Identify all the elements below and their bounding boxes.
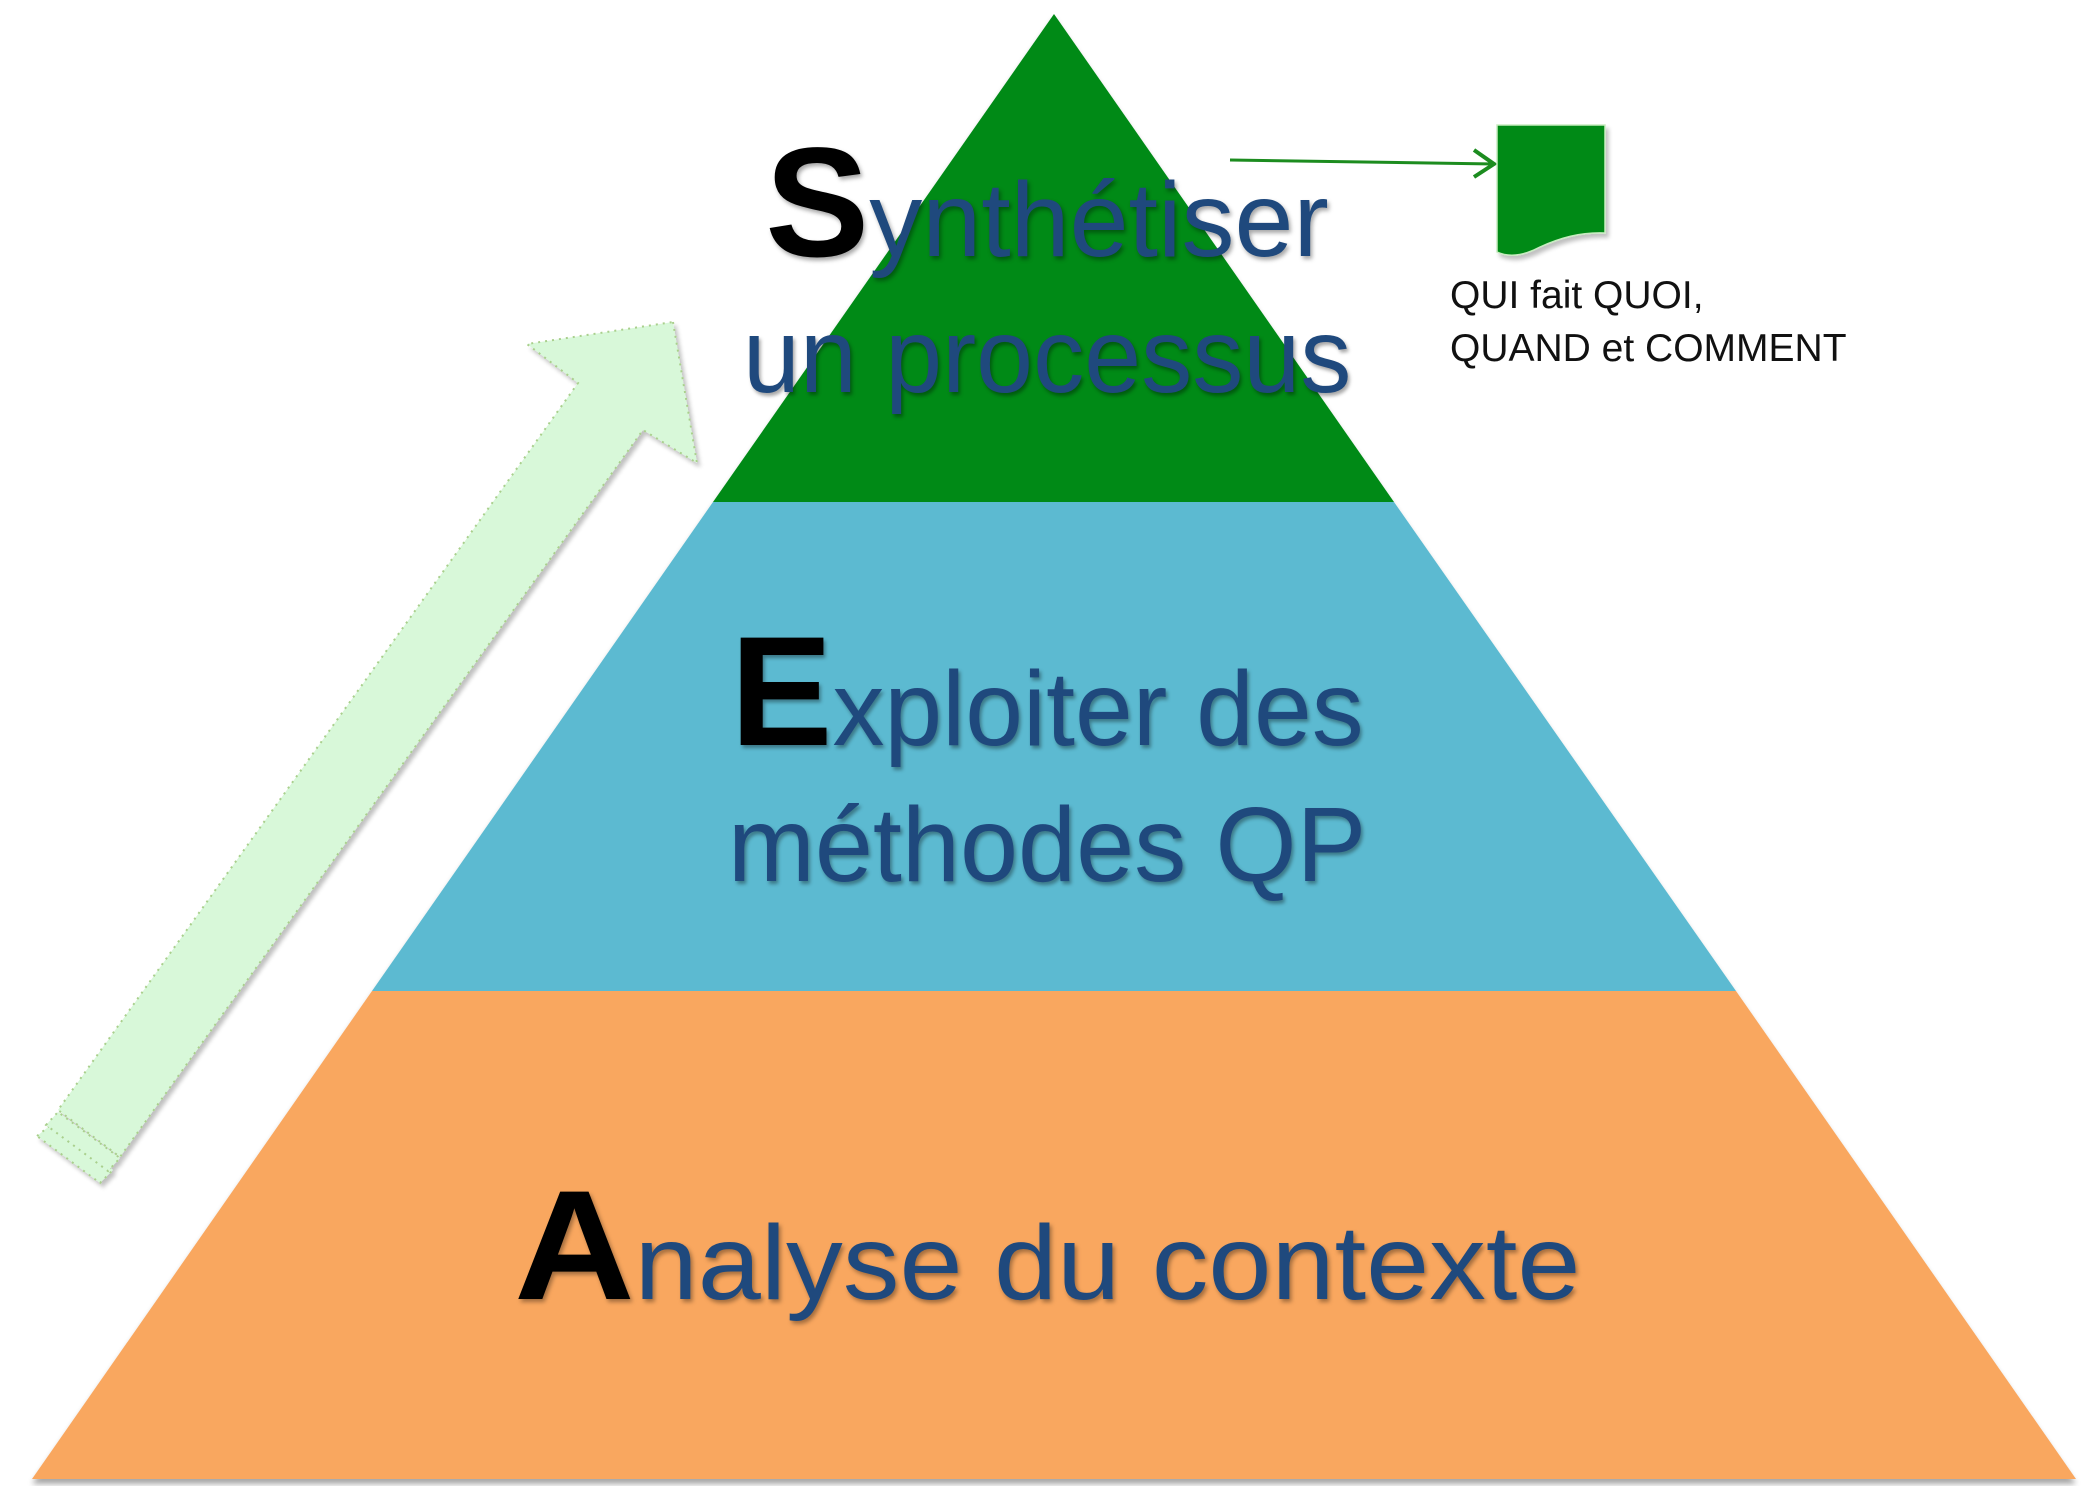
level-middle-text-line2: méthodes QP xyxy=(727,786,1367,904)
level-bottom-initial: A xyxy=(513,1159,635,1333)
level-top-text-line2: un processus xyxy=(742,297,1352,415)
pyramid-level-bottom xyxy=(32,991,2076,1479)
document-icon xyxy=(1496,124,1606,256)
level-top-line-1: Synthétiser xyxy=(0,125,2094,281)
level-middle-text: xploiter des xyxy=(832,650,1364,768)
pyramid-level-top xyxy=(713,14,1394,502)
level-middle-line-2: méthodes QP xyxy=(0,792,2094,898)
up-right-arrow-icon xyxy=(35,320,699,1185)
level-top-initial: S xyxy=(765,116,870,290)
level-middle-line-1: Exploiter des xyxy=(0,614,2094,770)
level-bottom-text: nalyse du contexte xyxy=(634,1204,1581,1322)
level-top-text: ynthétiser xyxy=(869,161,1329,279)
right-arrow-icon xyxy=(1229,148,1498,179)
level-top-line-2: un processus xyxy=(0,303,2094,409)
pyramid-level-middle xyxy=(372,502,1736,991)
level-middle-initial: E xyxy=(730,605,833,779)
callout-line-1: QUI fait QUOI, xyxy=(1450,274,1704,317)
callout-line-2: QUAND et COMMENT xyxy=(1450,327,1847,370)
pyramid xyxy=(32,14,2076,1479)
callout-note: QUI fait QUOI, QUAND et COMMENT xyxy=(1450,269,1847,375)
level-bottom-line-1: Analyse du contexte xyxy=(0,1168,2094,1324)
